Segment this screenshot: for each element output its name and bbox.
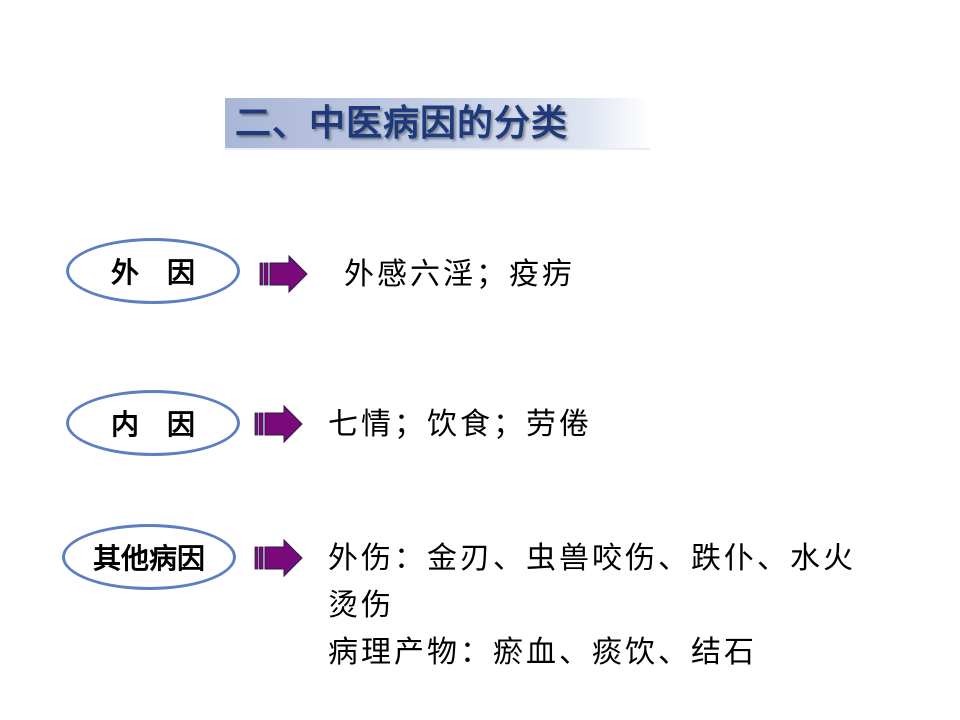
description-internal: 七情；饮食；劳倦 <box>328 402 592 448</box>
category-oval-internal: 内 因 <box>66 390 240 456</box>
category-label: 其他病因 <box>92 542 205 575</box>
description-external: 外感六淫；疫疠 <box>344 252 575 298</box>
description-line: 外感六淫；疫疠 <box>344 257 575 292</box>
category-oval-other: 其他病因 <box>62 524 236 590</box>
title-banner: 二、中医病因的分类 <box>225 98 650 150</box>
description-line: 外伤：金刃、虫兽咬伤、跌仆、水火 <box>328 541 856 576</box>
category-oval-external: 外 因 <box>66 238 240 304</box>
description-other: 外伤：金刃、虫兽咬伤、跌仆、水火 烫伤 病理产物：瘀血、痰饮、结石 <box>328 535 856 676</box>
description-line: 烫伤 <box>328 588 394 623</box>
description-line: 七情；饮食；劳倦 <box>328 407 592 442</box>
right-arrow-icon <box>254 538 303 578</box>
right-arrow-icon <box>259 254 308 294</box>
page-title: 二、中医病因的分类 <box>235 103 569 144</box>
category-label: 外 因 <box>110 256 195 289</box>
right-arrow-icon <box>254 404 303 444</box>
description-line: 病理产物：瘀血、痰饮、结石 <box>328 635 757 670</box>
category-label: 内 因 <box>110 408 195 441</box>
